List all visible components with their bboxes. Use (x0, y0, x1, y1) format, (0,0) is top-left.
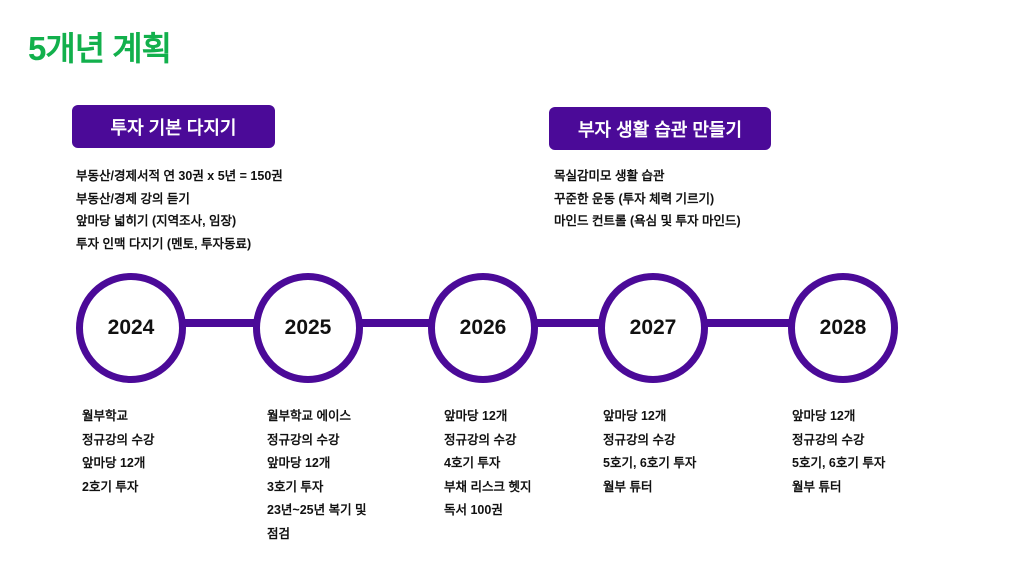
list-item: 앞마당 12개 (267, 456, 331, 470)
list-item: 5호기, 6호기 투자 (603, 456, 697, 470)
list-item: 앞마당 12개 (82, 456, 146, 470)
list-item: 점검 (267, 526, 291, 541)
year-list-2027: 앞마당 12개 정규강의 수강 5호기, 6호기 투자 월부 튜터 (603, 405, 696, 499)
list-item: 정규강의 수강 (444, 432, 517, 447)
year-list-2025: 월부학교 에이스 정규강의 수강 앞마당 12개 3호기 투자 23년~25년 … (267, 405, 367, 546)
list-item: 목실감미모 생활 습관 (554, 169, 665, 183)
list-item: 앞마당 12개 (444, 409, 508, 423)
list-item: 정규강의 수강 (603, 432, 676, 447)
list-item: 23년~25년 복기 및 (267, 503, 367, 517)
list-item: 부동산/경제 강의 듣기 (76, 191, 190, 206)
list-item: 독서 100권 (444, 503, 503, 517)
list-item: 월부 튜터 (603, 479, 653, 494)
list-item: 부채 리스크 헷지 (444, 479, 532, 494)
year-list-2026: 앞마당 12개 정규강의 수강 4호기 투자 부채 리스크 헷지 독서 100권 (444, 405, 531, 523)
year-circle-2027: 2027 (598, 273, 708, 383)
goal-header-rich-habits: 부자 생활 습관 만들기 (549, 107, 771, 150)
list-item: 앞마당 12개 (603, 409, 667, 423)
list-item: 월부 튜터 (792, 479, 842, 494)
list-item: 정규강의 수강 (82, 432, 155, 447)
list-item: 월부학교 에이스 (267, 409, 351, 423)
list-item: 앞마당 넓히기 (지역조사, 임장) (76, 214, 237, 228)
list-item: 3호기 투자 (267, 479, 324, 494)
list-item: 월부학교 (82, 409, 129, 423)
year-circle-2025: 2025 (253, 273, 363, 383)
list-item: 4호기 투자 (444, 456, 501, 470)
list-item: 투자 인맥 다지기 (멘토, 투자동료) (76, 236, 252, 251)
list-item: 앞마당 12개 (792, 409, 856, 423)
list-item: 5호기, 6호기 투자 (792, 456, 886, 470)
list-item: 마인드 컨트롤 (욕심 및 투자 마인드) (554, 214, 741, 228)
year-list-2024: 월부학교 정규강의 수강 앞마당 12개 2호기 투자 (82, 405, 154, 499)
list-item: 정규강의 수강 (267, 432, 340, 447)
list-item: 2호기 투자 (82, 479, 139, 494)
list-item: 꾸준한 운동 (투자 체력 기르기) (554, 191, 715, 206)
page-title: 5개년 계획 (28, 30, 172, 67)
year-circle-2026: 2026 (428, 273, 538, 383)
goal-list-rich-habits: 목실감미모 생활 습관 꾸준한 운동 (투자 체력 기르기) 마인드 컨트롤 (… (554, 165, 741, 233)
list-item: 정규강의 수강 (792, 432, 865, 447)
year-list-2028: 앞마당 12개 정규강의 수강 5호기, 6호기 투자 월부 튜터 (792, 405, 885, 499)
year-circle-2024: 2024 (76, 273, 186, 383)
list-item: 부동산/경제서적 연 30권 x 5년 = 150권 (76, 169, 283, 183)
year-circle-2028: 2028 (788, 273, 898, 383)
goal-list-investment-basics: 부동산/경제서적 연 30권 x 5년 = 150권 부동산/경제 강의 듣기 … (76, 165, 283, 255)
goal-header-investment-basics: 투자 기본 다지기 (72, 105, 275, 148)
